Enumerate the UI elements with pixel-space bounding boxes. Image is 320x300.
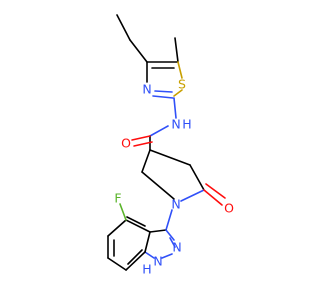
bond-c3a-c4-double <box>126 216 146 227</box>
bond-ethyl-ch3-ch2 <box>116 14 131 41</box>
bond-c6-c7-benzene <box>107 257 127 271</box>
thiazole-nitrogen-label: N <box>142 82 151 97</box>
bond-c3-c3a <box>149 229 167 233</box>
bond-ethyl-ch2-c4 <box>129 39 148 63</box>
bond-c4-f <box>119 203 127 221</box>
bond-c7-c7a-benzene <box>125 251 146 271</box>
bond-c7-c7a-benzene-double <box>127 249 143 265</box>
bond-n3-c2 <box>152 95 174 99</box>
molecule-structure: S N N H O N O F N N H <box>107 14 234 277</box>
indazole-n2-label: N <box>172 240 181 255</box>
sulfur-atom-label: S <box>178 77 186 92</box>
bond-n1-c5 <box>180 189 205 202</box>
amide-hydrogen-label: H <box>182 117 191 132</box>
bond-c5-o <box>203 189 223 206</box>
bond-c4-c5-benzene <box>107 219 127 237</box>
bond-s-c2 <box>173 89 183 97</box>
bond-c4-n1 <box>141 171 175 200</box>
bond-c2-nh <box>173 97 177 119</box>
bond-c3-n2 <box>165 229 175 241</box>
bond-n1-c7a <box>144 251 155 259</box>
bond-methyl-c5 <box>174 37 179 63</box>
bond-nh-carbonyl <box>149 125 169 137</box>
bond-c5-o-double <box>205 183 226 199</box>
amide-oxygen-label: O <box>121 136 131 151</box>
indazole-n1-label: N <box>153 254 162 269</box>
bond-n3-c2-double <box>154 90 173 93</box>
bond-carbonyl-o-double <box>133 141 153 147</box>
amide-nitrogen-label: N <box>171 117 180 132</box>
pyrrolidinone-nitrogen-label: N <box>171 197 180 212</box>
bond-c2-c5 <box>189 164 205 191</box>
bond-c3a-c7a <box>144 231 151 253</box>
lactam-oxygen-label: O <box>224 201 234 216</box>
bond-c3-n2-double <box>169 237 176 248</box>
bond-n2-n1 <box>161 253 173 259</box>
fluorine-atom-label: F <box>114 191 121 206</box>
bond-carbonyl-o <box>131 135 151 141</box>
indazole-hydrogen-label: H <box>142 262 151 277</box>
atom-labels: S N N H O N O F N N H <box>114 77 234 277</box>
bond-c3-c4 <box>141 149 151 173</box>
bond-c3-c2 <box>149 149 191 166</box>
bond-c3a-c4 <box>125 219 151 233</box>
bond-c5-s <box>177 61 183 79</box>
bonds <box>107 14 226 271</box>
bond-n1-c3-indazole <box>165 209 173 231</box>
